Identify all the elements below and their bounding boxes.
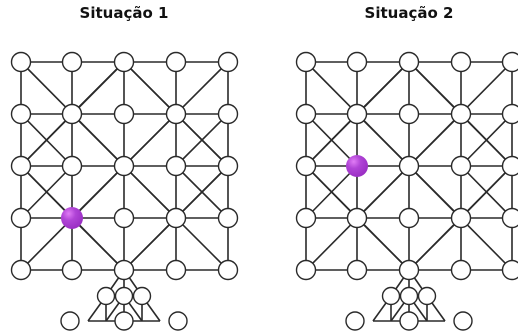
board-node-r4-c1[interactable] [346, 259, 368, 281]
appendix-node-mid-0[interactable] [381, 286, 401, 306]
board-node-r4-c3[interactable] [450, 259, 472, 281]
appendix-node-mid-1[interactable] [114, 286, 134, 306]
board-node-r1-c3[interactable] [165, 103, 187, 125]
board-node-r0-c0[interactable] [295, 51, 317, 73]
board-node-r2-c3[interactable] [450, 155, 472, 177]
board-node-r0-c1[interactable] [346, 51, 368, 73]
board-node-r4-c2[interactable] [113, 259, 135, 281]
board-line [356, 165, 410, 219]
board-node-r1-c2[interactable] [113, 103, 135, 125]
board-node-r3-c2[interactable] [398, 207, 420, 229]
board-node-r0-c1[interactable] [61, 51, 83, 73]
appendix-node-mid-0[interactable] [96, 286, 116, 306]
board-line [356, 217, 410, 271]
board-node-r3-c0[interactable] [295, 207, 317, 229]
board-node-r2-c1[interactable] [61, 155, 83, 177]
board-line [175, 165, 229, 219]
board-node-r3-c4[interactable] [501, 207, 518, 229]
board-node-r4-c4[interactable] [501, 259, 518, 281]
board-line [460, 165, 513, 219]
board-node-r0-c4[interactable] [217, 51, 239, 73]
board-node-r4-c0[interactable] [295, 259, 317, 281]
board-line [123, 165, 177, 219]
board-line [305, 113, 358, 167]
board-node-r1-c4[interactable] [217, 103, 239, 125]
board-line [356, 61, 410, 115]
board-node-r0-c2[interactable] [113, 51, 135, 73]
purple-ball-piece[interactable] [346, 155, 368, 177]
appendix-node-mid-2[interactable] [132, 286, 152, 306]
board-node-r0-c3[interactable] [450, 51, 472, 73]
board-line [408, 113, 462, 167]
board-node-r4-c3[interactable] [165, 259, 187, 281]
board-line [408, 61, 462, 115]
board-line [20, 113, 73, 167]
board-node-r3-c4[interactable] [217, 207, 239, 229]
board-node-r2-c2[interactable] [113, 155, 135, 177]
purple-ball-piece[interactable] [61, 207, 83, 229]
board-node-r2-c0[interactable] [295, 155, 317, 177]
appendix-node-bottom-0[interactable] [345, 311, 365, 331]
board-node-r1-c0[interactable] [10, 103, 32, 125]
board-line [175, 113, 229, 167]
board-node-r0-c0[interactable] [10, 51, 32, 73]
board-line [71, 217, 125, 271]
appendix-node-bottom-1[interactable] [399, 311, 419, 331]
board-line [460, 113, 513, 167]
board-node-r4-c4[interactable] [217, 259, 239, 281]
board-node-r0-c3[interactable] [165, 51, 187, 73]
board-node-r3-c2[interactable] [113, 207, 135, 229]
board-line [123, 217, 177, 271]
appendix-node-bottom-2[interactable] [168, 311, 188, 331]
board-node-r2-c0[interactable] [10, 155, 32, 177]
board-node-r1-c3[interactable] [450, 103, 472, 125]
board-line [123, 61, 177, 115]
panel-title: Situação 2 [364, 4, 454, 22]
board-line [20, 165, 73, 219]
board-node-r3-c3[interactable] [165, 207, 187, 229]
board-node-r2-c2[interactable] [398, 155, 420, 177]
board-node-r2-c3[interactable] [165, 155, 187, 177]
board-node-r4-c2[interactable] [398, 259, 420, 281]
panel-title: Situação 1 [79, 4, 169, 22]
game-board-situacao-2 [295, 51, 518, 331]
board-node-r2-c4[interactable] [501, 155, 518, 177]
board-node-r1-c4[interactable] [501, 103, 518, 125]
board-node-r3-c3[interactable] [450, 207, 472, 229]
board-line [305, 165, 358, 219]
board-node-r1-c1[interactable] [61, 103, 83, 125]
game-board-situacao-1 [10, 51, 239, 331]
board-node-r1-c2[interactable] [398, 103, 420, 125]
board-line [71, 165, 125, 219]
board-node-r3-c0[interactable] [10, 207, 32, 229]
board-node-r4-c0[interactable] [10, 259, 32, 281]
board-node-r2-c4[interactable] [217, 155, 239, 177]
board-node-r3-c1[interactable] [346, 207, 368, 229]
board-node-r1-c1[interactable] [346, 103, 368, 125]
board-line [356, 113, 410, 167]
appendix-node-mid-2[interactable] [417, 286, 437, 306]
appendix-node-bottom-2[interactable] [453, 311, 473, 331]
appendix-node-bottom-0[interactable] [60, 311, 80, 331]
board-line [123, 113, 177, 167]
appendix-node-mid-1[interactable] [399, 286, 419, 306]
board-line [408, 217, 462, 271]
board-line [71, 113, 125, 167]
board-node-r4-c1[interactable] [61, 259, 83, 281]
board-node-r0-c4[interactable] [501, 51, 518, 73]
appendix-node-bottom-1[interactable] [114, 311, 134, 331]
board-node-r1-c0[interactable] [295, 103, 317, 125]
board-line [408, 165, 462, 219]
board-node-r0-c2[interactable] [398, 51, 420, 73]
board-line [71, 61, 125, 115]
